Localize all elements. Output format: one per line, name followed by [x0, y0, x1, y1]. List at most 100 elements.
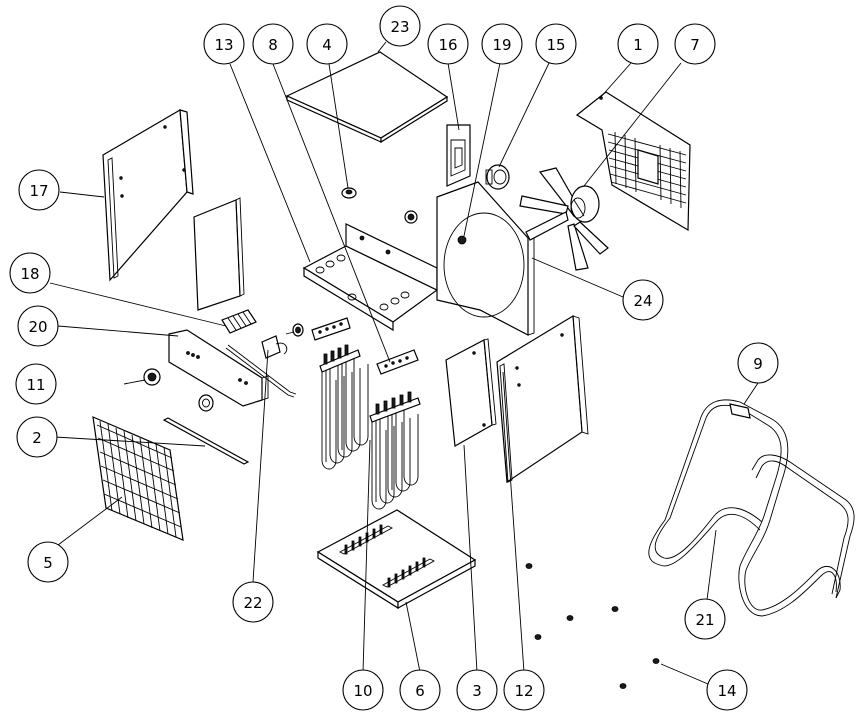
callout-label: 13 — [214, 36, 233, 54]
callout-label: 11 — [26, 376, 45, 394]
callout-label: 8 — [268, 36, 278, 54]
callout-label: 7 — [690, 36, 700, 54]
part-wire-rod — [225, 344, 297, 398]
callout-label: 15 — [546, 36, 565, 54]
callout-label: 17 — [29, 182, 48, 200]
callout-label: 14 — [717, 682, 736, 700]
leader-2 — [54, 436, 206, 447]
part-left-side-panel — [102, 109, 194, 282]
callout-label: 6 — [415, 682, 425, 700]
callout-12: 12 — [503, 669, 545, 711]
leader-17 — [59, 191, 105, 198]
part-heating-elements — [319, 344, 421, 510]
leader-6 — [405, 601, 421, 673]
part-thermostat — [261, 323, 304, 359]
callout-label: 5 — [43, 554, 53, 572]
callout-16: 16 — [427, 23, 469, 65]
part-left-inner-panel — [193, 197, 245, 311]
callout-label: 3 — [472, 682, 482, 700]
callout-label: 18 — [20, 265, 39, 283]
part-terminal-strip-lower — [376, 349, 419, 375]
part-bracket — [446, 124, 471, 187]
leader-21 — [706, 529, 717, 601]
leader-23 — [377, 41, 387, 53]
part-fasteners — [525, 563, 660, 689]
callout-23: 23 — [379, 5, 421, 47]
part-top-cover — [285, 51, 449, 144]
callout-21: 21 — [684, 598, 726, 640]
part-right-inner-panel — [445, 338, 497, 447]
callout-2: 2 — [16, 416, 58, 458]
callout-7: 7 — [674, 23, 716, 65]
leader-9 — [743, 382, 759, 405]
part-knob — [143, 368, 214, 412]
callout-label: 24 — [633, 292, 652, 310]
part-bar — [162, 417, 250, 465]
part-terminal-strip-upper — [311, 317, 351, 341]
callout-label: 12 — [514, 682, 533, 700]
callout-3: 3 — [456, 669, 498, 711]
callout-bubbles: 1 2 3 4 5 6 7 8 9 10 11 12 13 14 15 16 1… — [9, 5, 779, 711]
callout-18: 18 — [9, 252, 51, 294]
callout-6: 6 — [399, 669, 441, 711]
part-stand-frame — [648, 399, 855, 617]
leader-24 — [531, 257, 624, 298]
callout-10: 10 — [342, 669, 384, 711]
callout-20: 20 — [17, 305, 59, 347]
leader-12 — [502, 371, 525, 673]
callout-label: 4 — [322, 36, 332, 54]
leader-3 — [463, 444, 478, 673]
callout-label: 10 — [353, 682, 372, 700]
leader-22 — [252, 349, 269, 583]
part-grommet-top — [404, 210, 418, 224]
callout-9: 9 — [737, 342, 779, 384]
part-control-panel-plate — [168, 329, 269, 407]
callout-label: 1 — [633, 36, 643, 54]
callout-11: 11 — [15, 363, 57, 405]
callout-5: 5 — [27, 541, 69, 583]
leader-4 — [328, 63, 349, 189]
part-terminal-block — [221, 309, 257, 334]
callout-8: 8 — [252, 23, 294, 65]
leader-16 — [447, 62, 460, 131]
leader-8 — [272, 63, 391, 363]
callout-label: 23 — [390, 18, 409, 36]
leader-lines — [49, 41, 759, 685]
callout-4: 4 — [306, 23, 348, 65]
callout-label: 19 — [492, 36, 511, 54]
callout-label: 2 — [32, 429, 42, 447]
leader-18 — [49, 282, 227, 327]
leader-19 — [463, 62, 501, 237]
leader-15 — [498, 62, 550, 168]
callout-14: 14 — [706, 669, 748, 711]
callout-label: 22 — [243, 594, 262, 612]
part-fan-shroud-plate — [436, 181, 535, 336]
callout-label: 20 — [28, 318, 47, 336]
part-bottom-tray — [316, 509, 477, 610]
part-frame-tray — [302, 223, 439, 332]
callout-17: 17 — [18, 169, 60, 211]
callout-label: 9 — [753, 355, 763, 373]
callout-24: 24 — [622, 279, 664, 321]
part-right-side-panel — [496, 314, 589, 484]
callout-15: 15 — [535, 23, 577, 65]
callout-1: 1 — [617, 23, 659, 65]
leader-13 — [229, 63, 311, 263]
leader-1 — [599, 62, 632, 99]
leader-10 — [362, 439, 371, 673]
part-fan-motor — [519, 167, 609, 271]
leader-7 — [583, 62, 682, 187]
callout-label: 16 — [438, 36, 457, 54]
callout-13: 13 — [203, 23, 245, 65]
leader-20 — [57, 325, 179, 337]
callout-19: 19 — [481, 23, 523, 65]
leader-14 — [660, 663, 709, 685]
leader-5 — [57, 496, 123, 546]
part-front-grille — [92, 416, 184, 541]
part-fan-guard-panel — [575, 91, 691, 232]
part-connector — [485, 164, 510, 190]
callout-label: 21 — [695, 611, 714, 629]
callout-22: 22 — [232, 581, 274, 623]
